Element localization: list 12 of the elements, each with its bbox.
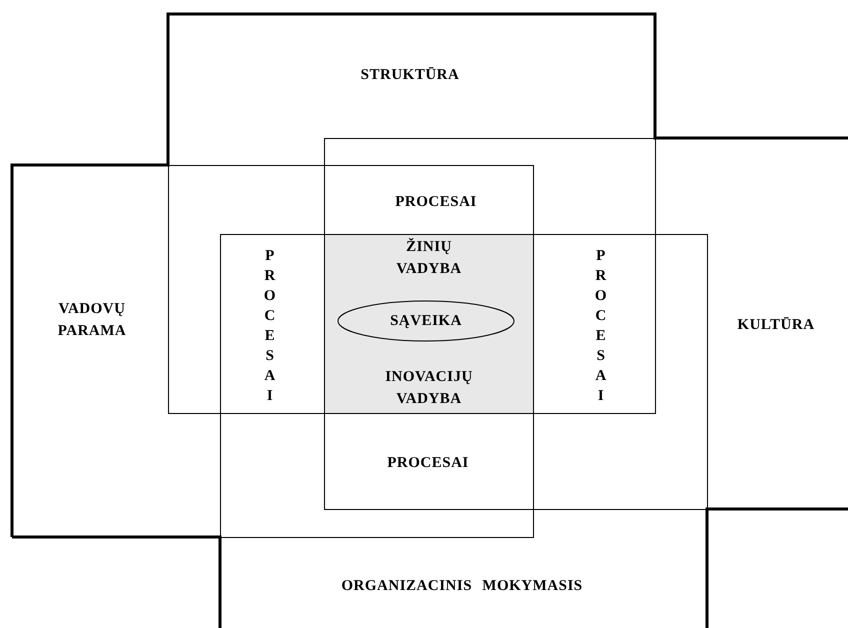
- region-label: STRUKTŪRA: [330, 64, 490, 86]
- core-label: ŽINIŲ VADYBA: [395, 237, 463, 279]
- process-label: PROCESAI: [387, 452, 469, 474]
- region-label: VADOVŲ PARAMA: [42, 298, 142, 342]
- core-label: INOVACIJŲ VADYBA: [384, 368, 474, 409]
- core-area: [324, 234, 534, 414]
- process-label: PROCESAI: [262, 246, 278, 406]
- process-label: PROCESAI: [594, 246, 608, 406]
- interaction-ellipse: SĄVEIKA: [337, 300, 515, 342]
- region-label: ORGANIZACINIS MOKYMASIS: [262, 575, 662, 597]
- process-label: PROCESAI: [395, 190, 477, 214]
- region-label: KULTŪRA: [716, 314, 836, 336]
